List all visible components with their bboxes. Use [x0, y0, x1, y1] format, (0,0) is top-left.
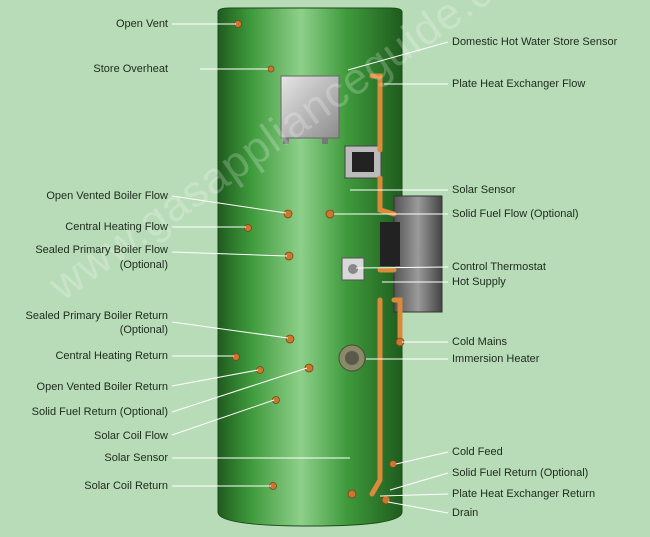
- label-solid-fuel-return-optional: Solid Fuel Return (Optional): [31, 406, 168, 418]
- control-box: [280, 75, 340, 144]
- label-store-overheat: Store Overheat: [93, 63, 168, 75]
- label-solar-coil-return: Solar Coil Return: [84, 480, 168, 492]
- label-solar-sensor-right: Solar Sensor: [452, 184, 516, 196]
- label-open-vented-boiler-flow: Open Vented Boiler Flow: [46, 190, 168, 202]
- label-solid-fuel-flow-optional: Solid Fuel Flow (Optional): [452, 208, 579, 220]
- control-thermostat-unit: [341, 257, 365, 281]
- label-plate-heat-exchanger-return: Plate Heat Exchanger Return: [452, 488, 596, 500]
- label-hot-supply: Hot Supply: [452, 276, 506, 288]
- label-solar-sensor-left: Solar Sensor: [104, 452, 168, 464]
- label-control-thermostat: Control Thermostat: [452, 261, 546, 273]
- label-sealed-primary-boiler-return: Sealed Primary Boiler Return: [25, 310, 168, 322]
- plate-heat-exchanger: [380, 195, 443, 313]
- label-open-vent: Open Vent: [116, 18, 168, 30]
- label-domestic-hot-water-store-sensor: Domestic Hot Water Store Sensor: [452, 36, 618, 48]
- label-sealed-primary-boiler-flow: Sealed Primary Boiler Flow: [35, 244, 168, 256]
- label-central-heating-flow: Central Heating Flow: [65, 221, 168, 233]
- label-plate-heat-exchanger-flow: Plate Heat Exchanger Flow: [452, 78, 586, 90]
- immersion-heater-unit: [338, 344, 366, 372]
- label-sealed-primary-boiler-flow-optional: (Optional): [119, 259, 168, 271]
- label-solar-coil-flow: Solar Coil Flow: [94, 430, 168, 442]
- leader-lines-right: [334, 41, 449, 514]
- label-cold-feed: Cold Feed: [452, 446, 503, 458]
- label-immersion-heater: Immersion Heater: [452, 353, 540, 365]
- pump: [344, 145, 382, 179]
- cylinder-body: [217, 7, 403, 527]
- label-drain: Drain: [452, 507, 479, 519]
- label-central-heating-return: Central Heating Return: [55, 350, 168, 362]
- leader-lines-left: [171, 23, 350, 487]
- label-cold-mains: Cold Mains: [452, 336, 508, 348]
- pipework: [369, 73, 403, 497]
- label-sealed-primary-boiler-return-optional: (Optional): [119, 324, 168, 336]
- label-solid-fuel-return-optional-right: Solid Fuel Return (Optional): [452, 467, 589, 479]
- label-open-vented-boiler-return: Open Vented Boiler Return: [36, 381, 168, 393]
